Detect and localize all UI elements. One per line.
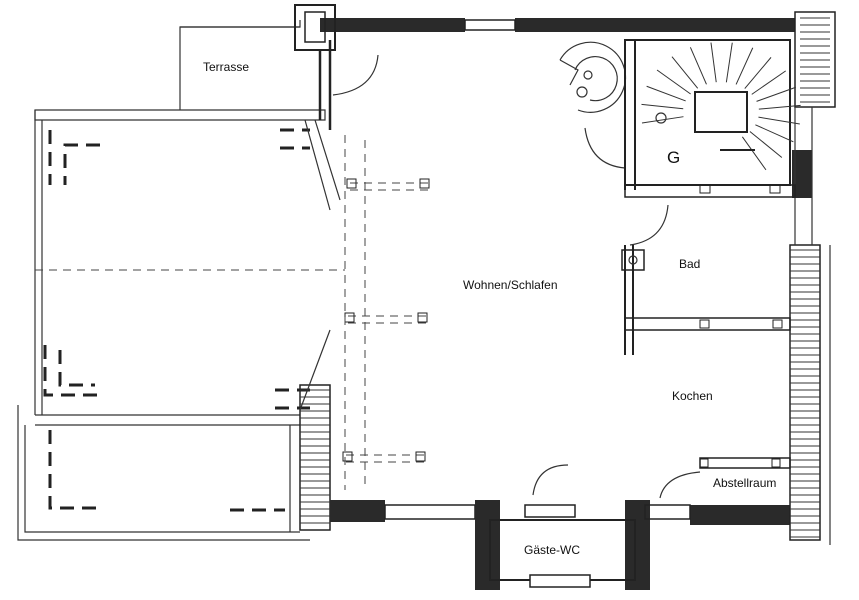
- room-label-bad: Bad: [679, 257, 701, 271]
- door-swings: [332, 54, 701, 499]
- room-label-wohnen: Wohnen/Schlafen: [463, 278, 558, 292]
- room-label-terrasse: Terrasse: [203, 60, 250, 74]
- stair-mark: G: [667, 148, 681, 167]
- staircase: [624, 39, 801, 186]
- guest-wc: [489, 504, 636, 588]
- outer-walls: [294, 4, 795, 590]
- lower-balcony: [17, 405, 310, 541]
- room-label-kochen: Kochen: [672, 389, 713, 403]
- room-label-gaeste-wc: Gäste-WC: [524, 543, 581, 557]
- room-label-abstellraum: Abstellraum: [713, 476, 777, 490]
- right-brick-wall: [789, 11, 836, 545]
- ceiling-beams: [342, 135, 430, 490]
- left-roof-block: [34, 109, 345, 426]
- terrace-area: [179, 20, 301, 110]
- interior-walls: [621, 40, 796, 469]
- left-brick-wall: [299, 119, 341, 531]
- spiral-stair: [559, 41, 627, 113]
